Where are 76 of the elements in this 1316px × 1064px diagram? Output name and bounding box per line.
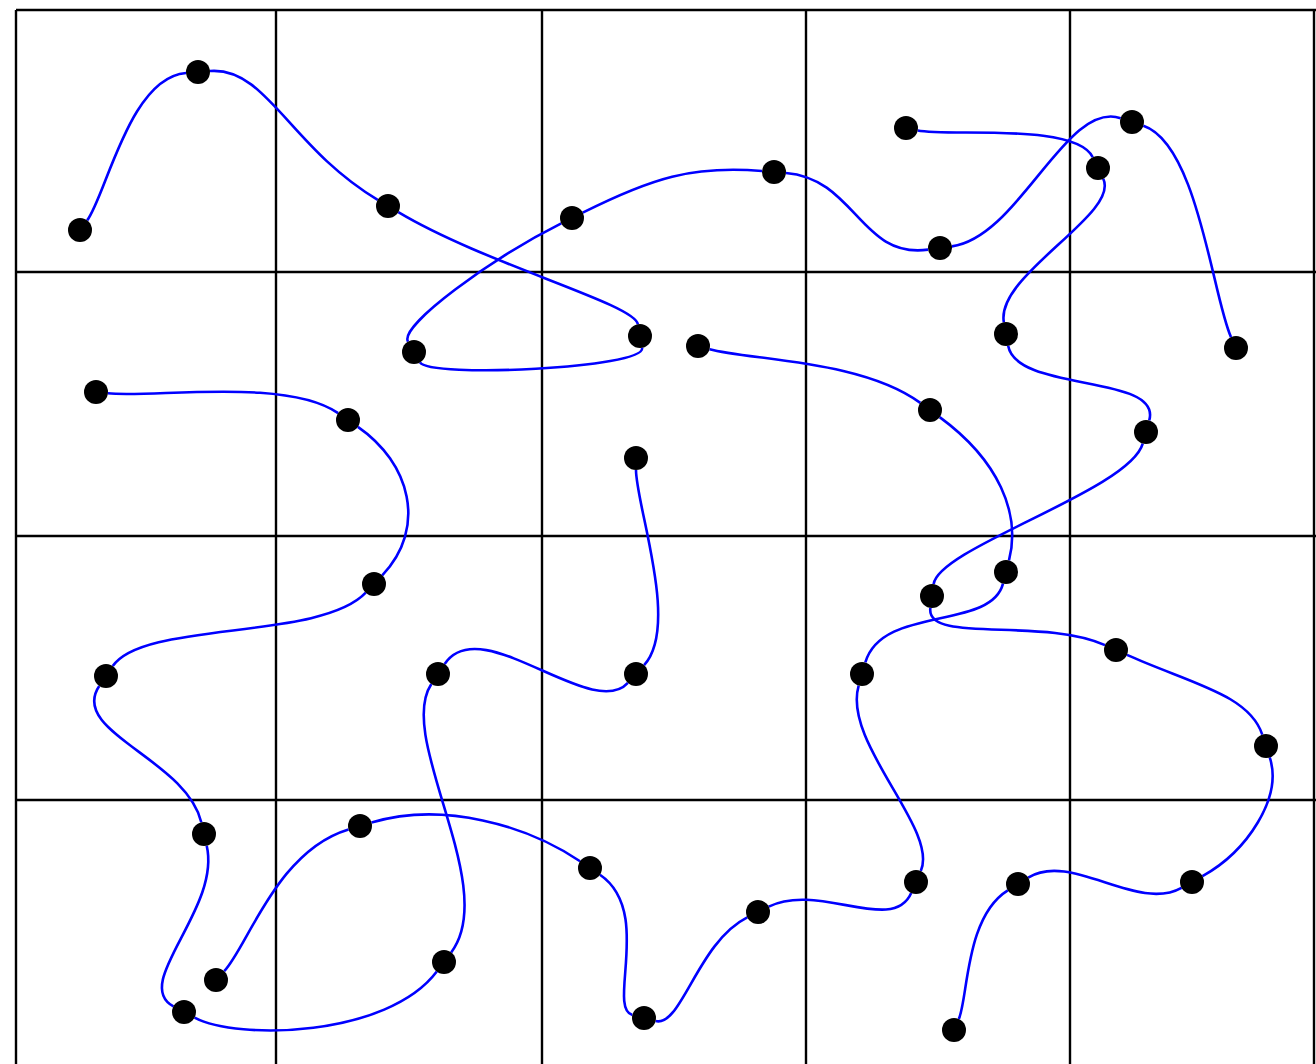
curve-line [111, 591, 367, 668]
dot [850, 662, 874, 686]
curve-line [709, 347, 922, 404]
curve-line [855, 685, 925, 872]
dot [578, 856, 602, 880]
dot [624, 446, 648, 470]
dot [204, 968, 228, 992]
dot [1134, 420, 1158, 444]
curve-line [1006, 345, 1151, 421]
curve-line [932, 442, 1144, 585]
dot [904, 870, 928, 894]
curve-line [422, 683, 466, 953]
curve-line [107, 390, 339, 415]
curve-line [371, 813, 581, 863]
curve-line [406, 222, 562, 342]
curve-line [1027, 869, 1182, 896]
dot [1006, 872, 1030, 896]
curve-line [357, 425, 410, 577]
dot [362, 572, 386, 596]
curve-line [929, 607, 1106, 647]
curve-line [194, 970, 438, 1032]
dot [336, 408, 360, 432]
dot [994, 560, 1018, 584]
curve-line [443, 648, 629, 693]
curve-line [599, 873, 634, 1017]
curve-line [223, 828, 349, 973]
dot [68, 218, 92, 242]
dot [632, 1006, 656, 1030]
curve-line [655, 916, 748, 1023]
curve-line [93, 685, 203, 823]
dot [928, 236, 952, 260]
curve-line [917, 129, 1094, 159]
curve-line [419, 347, 644, 372]
dot [432, 950, 456, 974]
dot [186, 60, 210, 84]
curve-line [397, 211, 639, 325]
curve-line [1201, 757, 1274, 878]
dot [762, 160, 786, 184]
dot [172, 1000, 196, 1024]
curve-line [957, 889, 1009, 1020]
dot [560, 206, 584, 230]
dot [1224, 336, 1248, 360]
dot [426, 662, 450, 686]
dot [942, 1018, 966, 1042]
dot [84, 380, 108, 404]
dot [920, 584, 944, 608]
dot [1120, 110, 1144, 134]
dot [402, 340, 426, 364]
dot [1104, 638, 1128, 662]
curve-line [1126, 653, 1264, 736]
curve-line [1002, 178, 1106, 323]
dot [94, 664, 118, 688]
dot [746, 900, 770, 924]
dot [624, 662, 648, 686]
curve-line [209, 69, 379, 201]
curve-line [86, 71, 187, 222]
dot [348, 814, 372, 838]
dot [628, 324, 652, 348]
dot [1086, 156, 1110, 180]
curve-line [785, 171, 929, 252]
curve-line [582, 168, 763, 214]
curve-line [951, 115, 1121, 248]
dot [686, 334, 710, 358]
curve-line [768, 892, 913, 911]
curve-line [634, 469, 660, 666]
dot [1180, 870, 1204, 894]
dot [192, 822, 216, 846]
curve-line [864, 583, 1005, 664]
dot [1254, 734, 1278, 758]
curve-line [160, 845, 210, 1008]
dot [994, 322, 1018, 346]
dot [918, 398, 942, 422]
dot [894, 116, 918, 140]
dot [376, 194, 400, 218]
curve-line [1142, 124, 1233, 338]
curve-line [938, 416, 1014, 561]
